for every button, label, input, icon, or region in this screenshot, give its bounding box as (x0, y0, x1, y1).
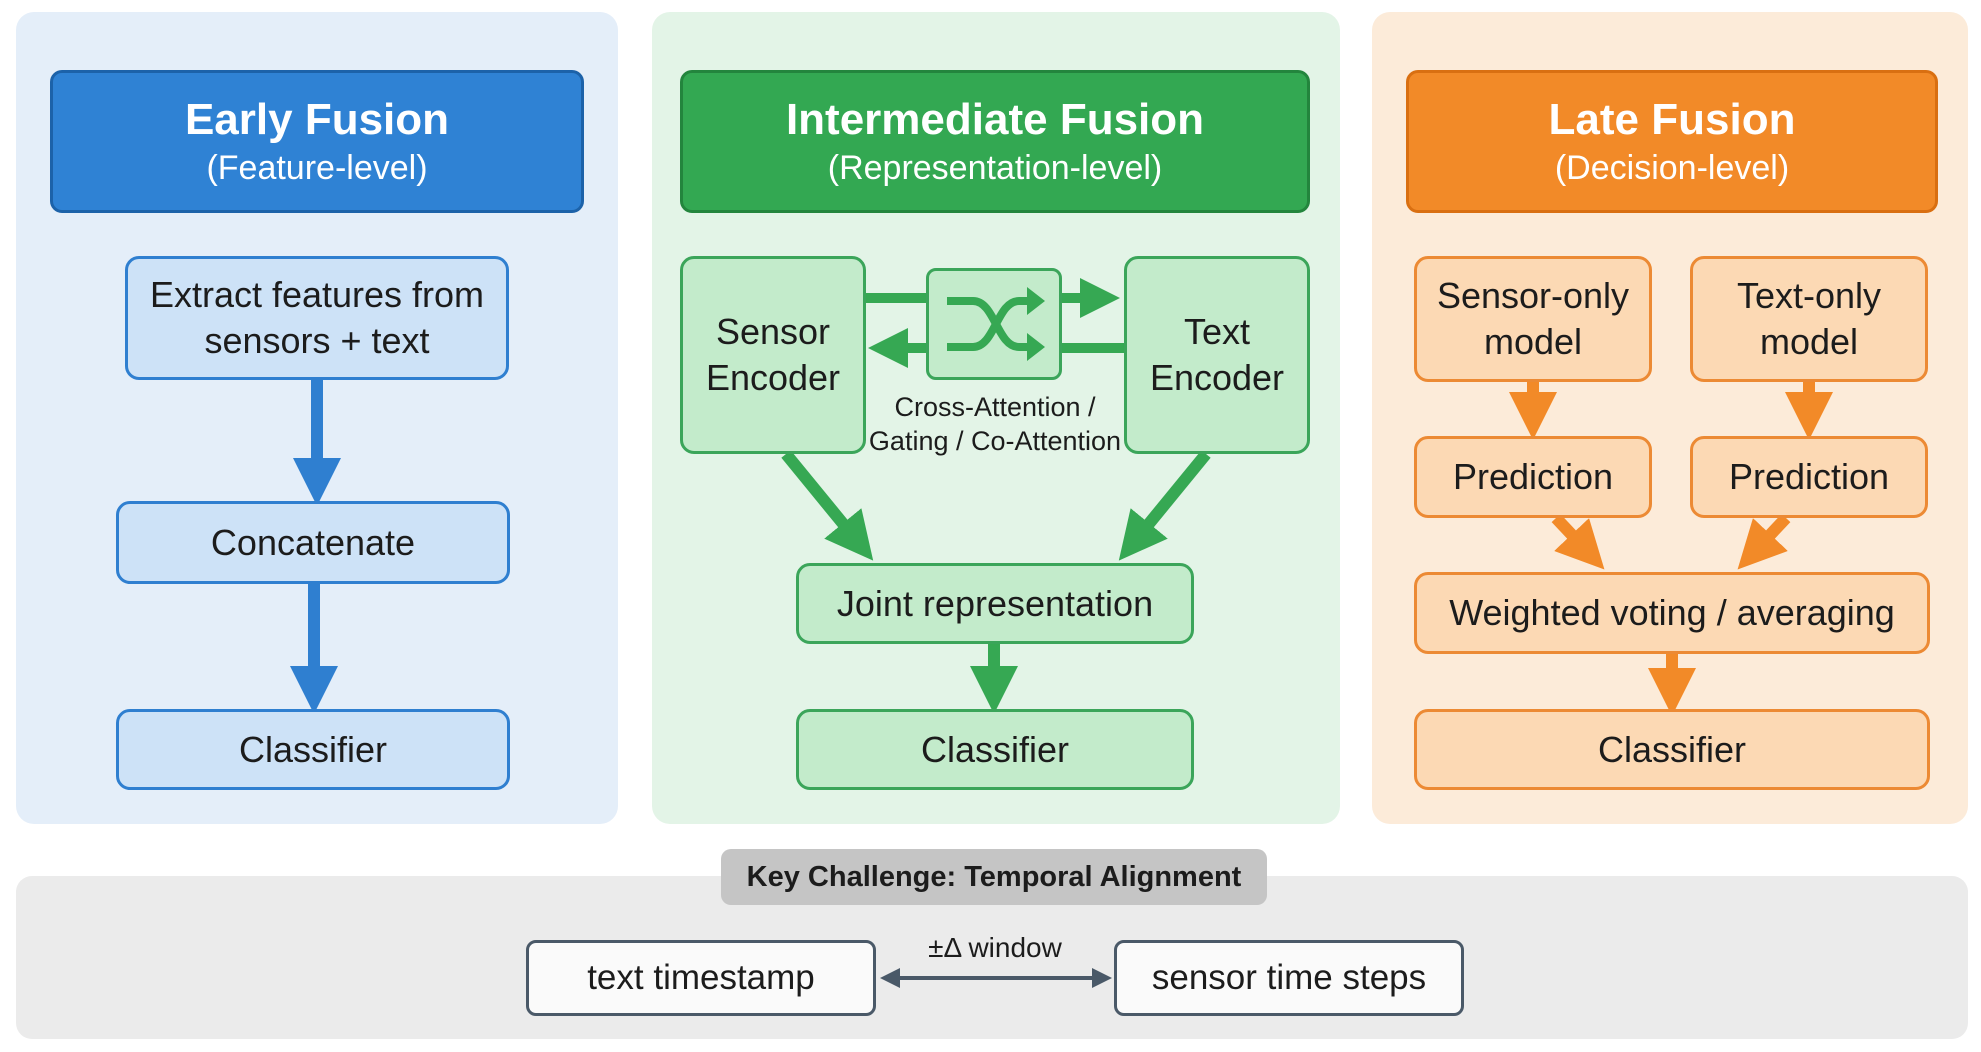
key-challenge-banner: Key Challenge: Temporal Alignment (721, 849, 1267, 905)
late-fusion-title: Late Fusion (1548, 94, 1796, 144)
intermediate-classifier-label: Classifier (920, 728, 1070, 770)
early-fusion-subtitle: (Feature-level) (206, 148, 428, 187)
early-classifier-box: Classifier (116, 709, 510, 790)
sensor-only-model-box: Sensor-only model (1414, 256, 1652, 382)
late-classifier-box: Classifier (1414, 709, 1930, 790)
early-fusion-title: Early Fusion (184, 94, 450, 144)
arrow-text-to-joint (1118, 450, 1211, 561)
late-classifier-label: Classifier (1597, 728, 1747, 770)
concatenate-box: Concatenate (116, 501, 510, 584)
sensor-encoder-label: Sensor Encoder (705, 311, 841, 398)
joint-representation-label: Joint representation (836, 582, 1154, 624)
sensor-prediction-label: Prediction (1452, 456, 1614, 497)
shuffle-icon (947, 287, 1045, 361)
intermediate-fusion-title: Intermediate Fusion (785, 94, 1205, 144)
text-encoder-box: Text Encoder (1124, 256, 1310, 454)
key-challenge-label: Key Challenge: Temporal Alignment (746, 860, 1242, 893)
text-encoder-label: Text Encoder (1149, 311, 1285, 398)
text-prediction-box: Prediction (1690, 436, 1928, 518)
text-timestamp-box: text timestamp (526, 940, 876, 1016)
text-only-model-label: Text-only model (1736, 275, 1882, 362)
early-fusion-header: Early Fusion (Feature-level) (50, 70, 584, 213)
arrow-sensor-to-joint (781, 450, 874, 561)
weighted-voting-box: Weighted voting / averaging (1414, 572, 1930, 654)
concatenate-label: Concatenate (210, 521, 416, 563)
intermediate-fusion-subtitle: (Representation-level) (827, 148, 1163, 187)
arrow-right-prediction-to-voting (1737, 513, 1791, 570)
sensor-only-model-label: Sensor-only model (1436, 275, 1630, 362)
window-label: ±Δ window (928, 932, 1062, 963)
sensor-encoder-box: Sensor Encoder (680, 256, 866, 454)
arrow-left-prediction-to-voting (1551, 513, 1605, 570)
weighted-voting-label: Weighted voting / averaging (1449, 592, 1895, 633)
sensor-time-steps-label: sensor time steps (1151, 958, 1427, 997)
late-fusion-subtitle: (Decision-level) (1554, 148, 1790, 187)
extract-features-box: Extract features from sensors + text (125, 256, 509, 380)
sensor-prediction-box: Prediction (1414, 436, 1652, 518)
attention-block (926, 268, 1062, 380)
attention-caption: Cross-Attention / Gating / Co-Attention (868, 392, 1122, 456)
extract-features-label: Extract features from sensors + text (149, 274, 485, 361)
intermediate-classifier-box: Classifier (796, 709, 1194, 790)
joint-representation-box: Joint representation (796, 563, 1194, 644)
text-timestamp-label: text timestamp (587, 958, 815, 997)
intermediate-fusion-header: Intermediate Fusion (Representation-leve… (680, 70, 1310, 213)
sensor-time-steps-box: sensor time steps (1114, 940, 1464, 1016)
text-only-model-box: Text-only model (1690, 256, 1928, 382)
early-classifier-label: Classifier (238, 728, 388, 770)
text-prediction-label: Prediction (1728, 456, 1890, 497)
late-fusion-header: Late Fusion (Decision-level) (1406, 70, 1938, 213)
